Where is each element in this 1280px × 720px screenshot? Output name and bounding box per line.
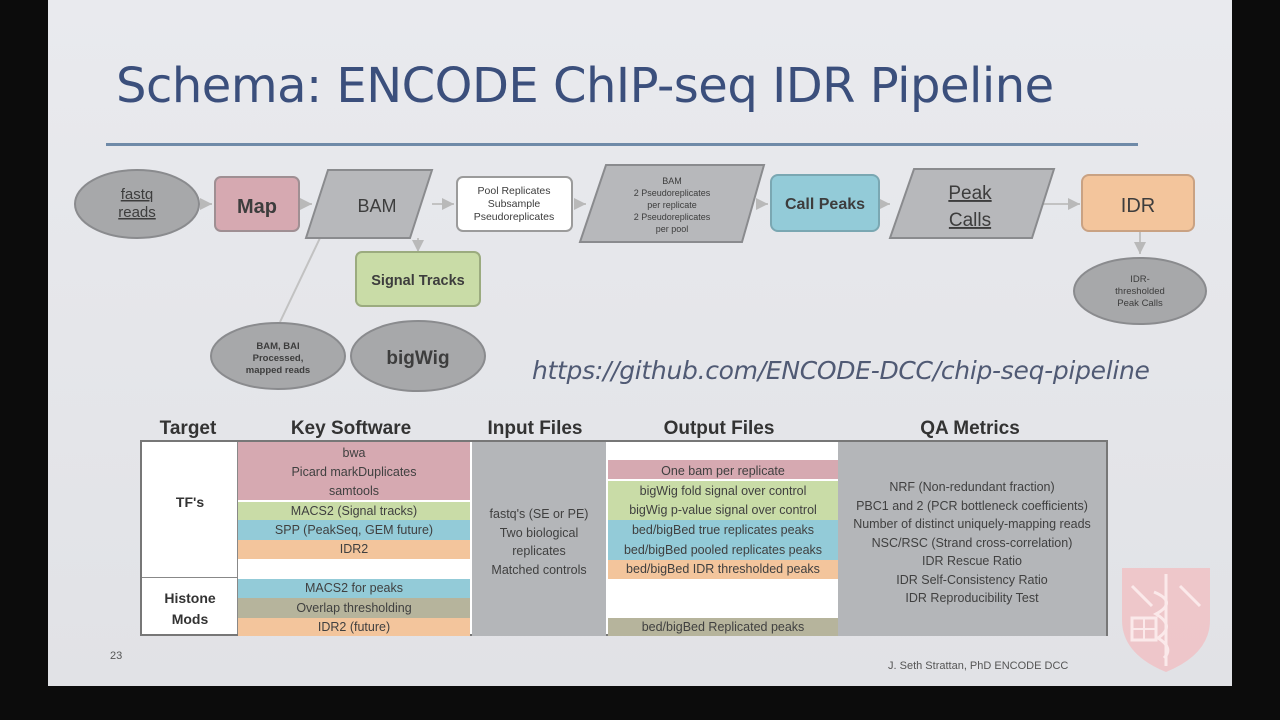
software-overlap-thresholding: Overlap thresholding: [238, 598, 470, 618]
bam-bai-label-1: BAM, BAI: [256, 341, 299, 352]
qa-pbc: PBC1 and 2 (PCR bottleneck coefficients): [856, 498, 1088, 513]
header-key-software: Key Software: [290, 418, 412, 439]
slide-title: Schema: ENCODE ChIP-seq IDR Pipeline: [116, 58, 1054, 114]
target-tf-cell: TF's: [142, 442, 238, 578]
output-replicated-peaks: bed/bigBed Replicated peaks: [608, 618, 838, 636]
qa-metrics-text: NRF (Non-redundant fraction) PBC1 and 2 …: [838, 478, 1106, 608]
bam2-label-1: BAM: [662, 176, 682, 186]
bam-bai-label-3: mapped reads: [246, 365, 310, 376]
target-tf-label: TF's: [175, 494, 205, 510]
software-spp: SPP (PeakSeq, GEM future): [238, 520, 470, 540]
pool-label-2: Subsample: [488, 198, 541, 210]
bigwig-label: bigWig: [386, 348, 449, 369]
bigwig-node: bigWig: [350, 320, 486, 392]
input-file-2: Two biological: [499, 525, 579, 540]
header-target: Target: [159, 418, 217, 439]
header-output-files: Output Files: [663, 418, 775, 439]
slide: Schema: ENCODE ChIP-seq IDR Pipeline fas…: [48, 0, 1232, 686]
output-bigwig-pvalue: bigWig p-value signal over control: [608, 501, 838, 520]
map-node: Map: [214, 176, 300, 232]
pipeline-diagram: fastq reads Map BAM Pool Replicates Subs…: [74, 164, 1207, 392]
bam-bai-label-2: Processed,: [253, 353, 304, 364]
bam2-label-3: per replicate: [647, 200, 697, 210]
qa-idr-self-consistency: IDR Self-Consistency Ratio: [896, 572, 1048, 587]
input-file-1: fastq's (SE or PE): [489, 507, 589, 521]
qa-distinct-reads: Number of distinct uniquely-mapping read…: [853, 517, 1091, 531]
target-histone-cell: Histone Mods: [142, 578, 238, 634]
bam-bai-node: BAM, BAI Processed, mapped reads: [210, 322, 346, 390]
diagram-connectors: [200, 198, 1146, 323]
idr-thresholded-label-3: Peak Calls: [1117, 298, 1163, 309]
idr-thresholded-node: IDR- thresholded Peak Calls: [1073, 257, 1207, 325]
qa-idr-rescue: IDR Rescue Ratio: [921, 554, 1023, 568]
input-file-3: replicates: [512, 544, 566, 558]
pipeline-url: https://github.com/ENCODE-DCC/chip-seq-p…: [532, 356, 1150, 385]
call-peaks-node: Call Peaks: [770, 174, 880, 232]
software-tf-pink-band: bwa Picard markDuplicates samtools: [238, 442, 470, 500]
pool-replicates-node: Pool Replicates Subsample Pseudoreplicat…: [456, 176, 573, 232]
slide-credit: J. Seth Strattan, PhD ENCODE DCC: [888, 660, 1069, 672]
qa-nsc-rsc: NSC/RSC (Strand cross-correlation): [871, 535, 1073, 550]
peak-calls-node: Peak Calls: [888, 168, 1056, 239]
slide-number: 23: [110, 650, 123, 662]
software-idr2: IDR2: [238, 540, 470, 559]
input-files-cell: fastq's (SE or PE) Two biological replic…: [472, 442, 606, 636]
target-histone-line-2: Mods: [171, 611, 209, 627]
qa-idr-reproducibility: IDR Reproducibility Test: [905, 591, 1039, 605]
software-picard: Picard markDuplicates: [291, 465, 417, 479]
output-true-replicates: bed/bigBed true replicates peaks: [608, 520, 838, 540]
pool-label-3: Pseudoreplicates: [474, 211, 555, 223]
fastq-label-2: reads: [118, 204, 156, 221]
idr-thresholded-label-2: thresholded: [1115, 286, 1165, 297]
signal-tracks-node: Signal Tracks: [355, 251, 481, 307]
input-files-text: fastq's (SE or PE) Two biological replic…: [472, 505, 606, 579]
bam-node: BAM: [304, 169, 434, 239]
input-file-4: Matched controls: [491, 562, 587, 577]
bam2-label-5: per pool: [656, 224, 689, 234]
software-macs2-peaks: MACS2 for peaks: [238, 579, 470, 598]
output-idr-thresholded: bed/bigBed IDR thresholded peaks: [608, 560, 838, 579]
header-qa-metrics: QA Metrics: [920, 418, 1020, 439]
target-histone-line-1: Histone: [164, 590, 216, 606]
idr-label: IDR: [1121, 195, 1155, 217]
idr-node: IDR: [1081, 174, 1195, 232]
fastq-label-1: fastq: [121, 186, 154, 203]
header-input-files: Input Files: [487, 418, 583, 439]
pipeline-table: TF's Histone Mods bwa Picard markDuplica…: [140, 440, 1108, 636]
bam-pseudoreplicates-node: BAM 2 Pseudoreplicates per replicate 2 P…: [578, 164, 766, 243]
software-idr2-future: IDR2 (future): [238, 618, 470, 636]
call-peaks-label: Call Peaks: [785, 196, 865, 213]
idr-thresholded-label-1: IDR-: [1130, 274, 1150, 285]
pool-label-1: Pool Replicates: [478, 185, 551, 197]
qa-nrf: NRF (Non-redundant fraction): [889, 480, 1055, 494]
output-pooled-replicates: bed/bigBed pooled replicates peaks: [608, 540, 838, 560]
target-histone-label: Histone Mods: [142, 588, 238, 630]
software-macs2-signal: MACS2 (Signal tracks): [238, 502, 470, 520]
output-bigwig-fold: bigWig fold signal over control: [608, 481, 838, 501]
bam2-label-2: 2 Pseudoreplicates: [634, 188, 711, 198]
fastq-reads-node: fastq reads: [74, 169, 200, 239]
bam2-label-4: 2 Pseudoreplicates: [634, 212, 711, 222]
bam-label: BAM: [357, 196, 396, 216]
map-label: Map: [237, 196, 277, 218]
peak-calls-label-2: Calls: [949, 210, 991, 231]
signal-tracks-label: Signal Tracks: [371, 273, 465, 289]
software-bwa: bwa: [342, 446, 366, 460]
title-underline: [106, 143, 1138, 146]
software-samtools: samtools: [328, 484, 380, 498]
caduceus-shield-logo: [1122, 568, 1210, 672]
peak-calls-label-1: Peak: [948, 183, 992, 204]
qa-metrics-cell: NRF (Non-redundant fraction) PBC1 and 2 …: [838, 442, 1106, 636]
output-bam: One bam per replicate: [608, 460, 838, 479]
